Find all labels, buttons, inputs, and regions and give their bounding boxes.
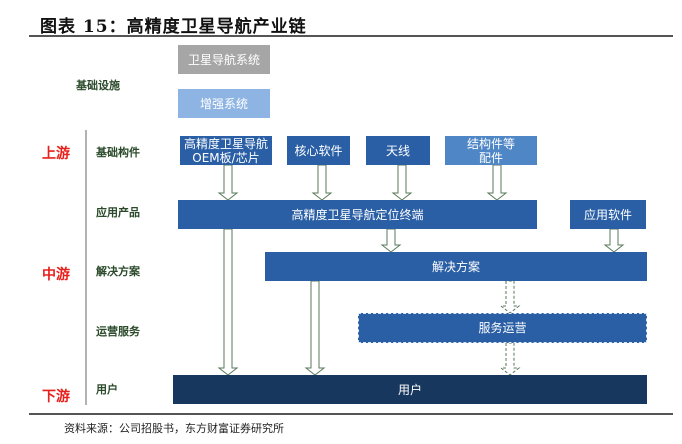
stage-upstream: 上游 xyxy=(42,146,70,162)
box-sat-nav-system: 卫星导航系统 xyxy=(178,45,270,74)
box-terminal: 高精度卫星导航定位终端 xyxy=(178,200,537,229)
dashed-arrow xyxy=(499,342,521,376)
flow-arrow xyxy=(391,164,413,201)
flow-arrow xyxy=(380,228,402,253)
stage-midstream: 中游 xyxy=(42,267,70,283)
box-oem-board: 高精度卫星导航 OEM板/芯片 xyxy=(180,136,272,165)
box-app-software: 应用软件 xyxy=(570,200,646,229)
oem-line1: 高精度卫星导航 xyxy=(183,136,268,151)
dashed-arrow xyxy=(499,280,521,314)
structure-line1: 结构件等 xyxy=(466,136,515,151)
label-solutions: 解决方案 xyxy=(96,265,140,278)
box-service-ops: 服务运营 xyxy=(358,313,647,343)
box-solution: 解决方案 xyxy=(265,252,647,281)
oem-line2: OEM板/芯片 xyxy=(192,150,260,165)
source-note: 资料来源：公司招股书，东方财富证券研究所 xyxy=(64,422,284,435)
flow-arrow xyxy=(603,228,625,253)
flow-arrow xyxy=(486,164,508,201)
top-divider xyxy=(29,35,673,37)
label-products: 应用产品 xyxy=(96,206,140,219)
stage-downstream: 下游 xyxy=(42,389,70,405)
flow-arrow xyxy=(217,164,239,201)
structure-line2: 配件 xyxy=(478,150,503,165)
flow-arrow xyxy=(304,280,326,376)
flow-arrow xyxy=(311,164,333,201)
box-antenna: 天线 xyxy=(366,136,430,165)
label-components: 基础构件 xyxy=(96,146,140,159)
box-user: 用户 xyxy=(173,375,647,404)
label-users: 用户 xyxy=(96,383,118,396)
box-augmentation-system: 增强系统 xyxy=(178,89,270,118)
label-services: 运营服务 xyxy=(96,325,140,338)
bottom-divider xyxy=(29,413,673,415)
box-core-software: 核心软件 xyxy=(287,136,350,165)
figure-title: 图表 15：高精度卫星导航产业链 xyxy=(40,17,307,37)
flow-arrow xyxy=(217,228,239,376)
label-infrastructure: 基础设施 xyxy=(76,79,120,92)
box-structure-parts: 结构件等 配件 xyxy=(445,136,537,165)
